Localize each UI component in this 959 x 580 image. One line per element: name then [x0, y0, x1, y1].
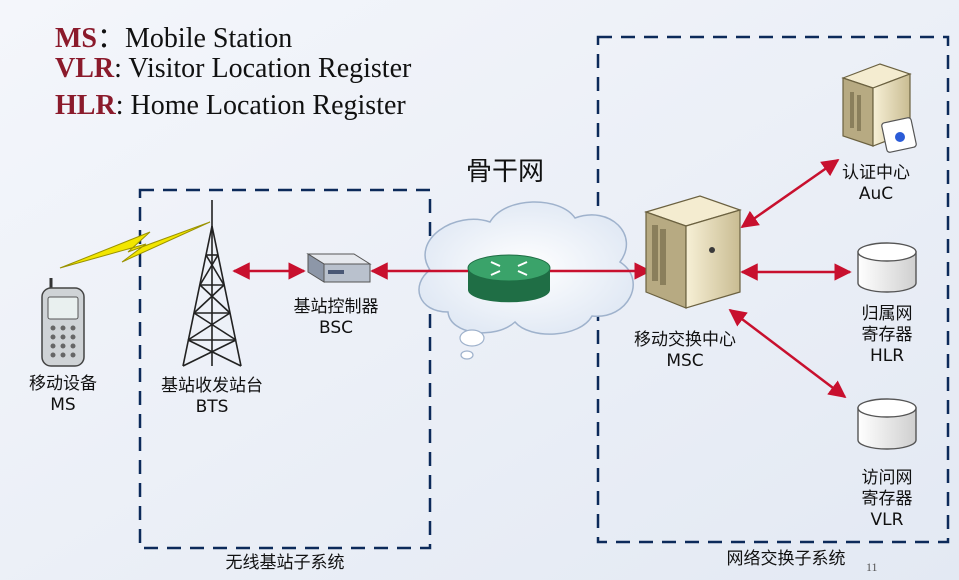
wireless-subsystem-label: 无线基站子系统 — [225, 553, 345, 573]
legend-ms: MS：Mobile Station — [55, 16, 292, 56]
msc-label-cn: 移动交换中心 — [634, 330, 736, 350]
vlr-label-cn1: 访问网 — [861, 468, 913, 488]
hlr-database-icon — [857, 242, 917, 293]
legend-ms-abbr: MS — [55, 23, 97, 54]
bts-tower-icon — [182, 200, 242, 367]
hlr-label: 归属网 寄存器 HLR — [845, 304, 929, 367]
hlr-label-cn2: 寄存器 — [861, 325, 913, 345]
legend-ms-full: Mobile Station — [125, 23, 293, 54]
legend-vlr-full: Visitor Location Register — [128, 53, 412, 84]
hlr-label-cn1: 归属网 — [861, 304, 913, 324]
auc-label-en: AuC — [858, 184, 894, 204]
bsc-label-en: BSC — [318, 318, 354, 338]
legend-hlr-sep: : — [115, 90, 131, 121]
backbone-label: 骨干网 — [466, 157, 545, 187]
link-msc-auc — [740, 158, 840, 229]
hlr-label-en: HLR — [869, 346, 905, 366]
legend-vlr-abbr: VLR — [55, 53, 115, 84]
bts-label-en: BTS — [195, 397, 229, 417]
auc-label-cn: 认证中心 — [842, 163, 910, 183]
ms-label-cn: 移动设备 — [29, 374, 97, 394]
ms-label: 移动设备 MS — [18, 374, 108, 416]
vlr-label-en: VLR — [870, 510, 904, 530]
bts-label: 基站收发站台 BTS — [146, 376, 278, 418]
link-msc-vlr — [728, 308, 847, 399]
page-number: 11 — [866, 560, 878, 574]
bts-label-cn: 基站收发站台 — [161, 376, 263, 396]
switching-subsystem-label: 网络交换子系统 — [726, 549, 846, 569]
bsc-label: 基站控制器 BSC — [278, 297, 394, 339]
legend-vlr: VLR: Visitor Location Register — [55, 53, 411, 85]
bsc-controller-icon — [306, 253, 372, 283]
msc-label: 移动交换中心 MSC — [615, 330, 755, 372]
legend-vlr-sep: : — [114, 53, 129, 84]
vlr-label: 访问网 寄存器 VLR — [845, 468, 929, 531]
vlr-label-cn2: 寄存器 — [861, 489, 913, 509]
vlr-database-icon — [857, 398, 917, 450]
radio-link-icon — [59, 221, 211, 269]
auc-server-icon — [841, 63, 917, 153]
legend-hlr: HLR: Home Location Register — [55, 90, 406, 122]
router-icon — [467, 254, 551, 303]
mobile-phone-icon — [41, 278, 85, 367]
legend-ms-sep: ： — [97, 23, 126, 54]
bsc-label-cn: 基站控制器 — [293, 297, 379, 317]
legend-hlr-abbr: HLR — [55, 90, 116, 121]
legend-hlr-full: Home Location Register — [130, 90, 406, 121]
msc-server-icon — [644, 195, 742, 309]
msc-label-en: MSC — [666, 351, 704, 371]
wireless-subsystem-box — [138, 188, 432, 550]
ms-label-en: MS — [50, 395, 76, 415]
auc-label: 认证中心 AuC — [826, 163, 926, 205]
